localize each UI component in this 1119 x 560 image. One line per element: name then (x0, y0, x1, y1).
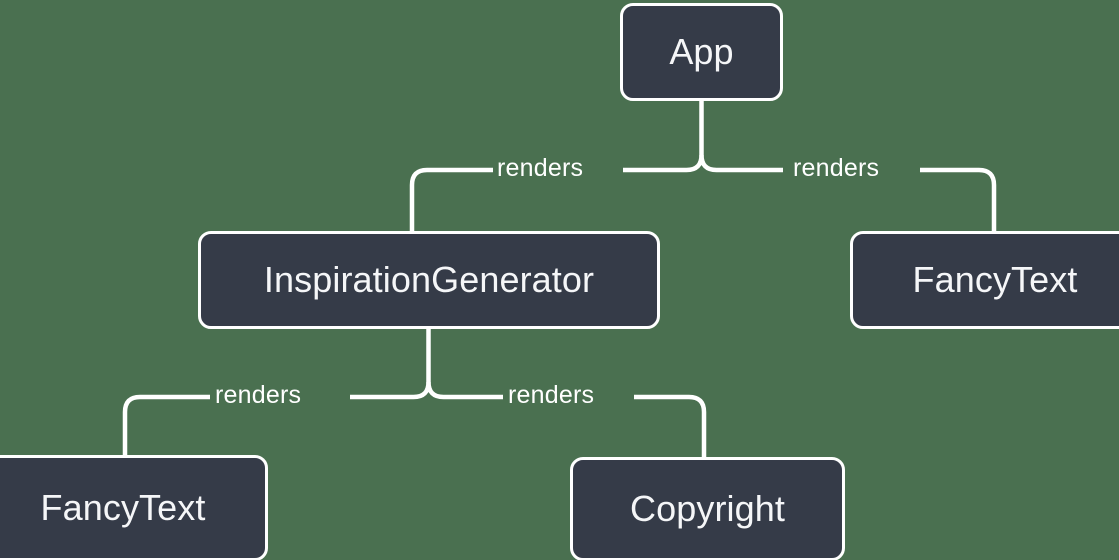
node-app[interactable]: App (620, 3, 783, 101)
node-fancytext-left-label: FancyText (40, 487, 206, 528)
edge-label-app-to-inspiration-generator: renders (497, 154, 584, 182)
node-inspiration-generator-label: InspirationGenerator (263, 259, 595, 300)
node-fancytext-right[interactable]: FancyText (850, 231, 1119, 329)
node-inspiration-generator[interactable]: InspirationGenerator (198, 231, 660, 329)
node-app-label: App (669, 31, 734, 72)
node-copyright[interactable]: Copyright (570, 457, 845, 560)
node-copyright-label: Copyright (630, 488, 785, 529)
node-fancytext-right-label: FancyText (912, 259, 1078, 300)
edge-label-inspiration-generator-to-copyright: renders (508, 381, 595, 409)
edge-label-inspiration-generator-to-fancytext-left: renders (215, 381, 302, 409)
node-fancytext-left[interactable]: FancyText (0, 455, 268, 560)
edge-label-app-to-fancytext-right: renders (793, 154, 880, 182)
